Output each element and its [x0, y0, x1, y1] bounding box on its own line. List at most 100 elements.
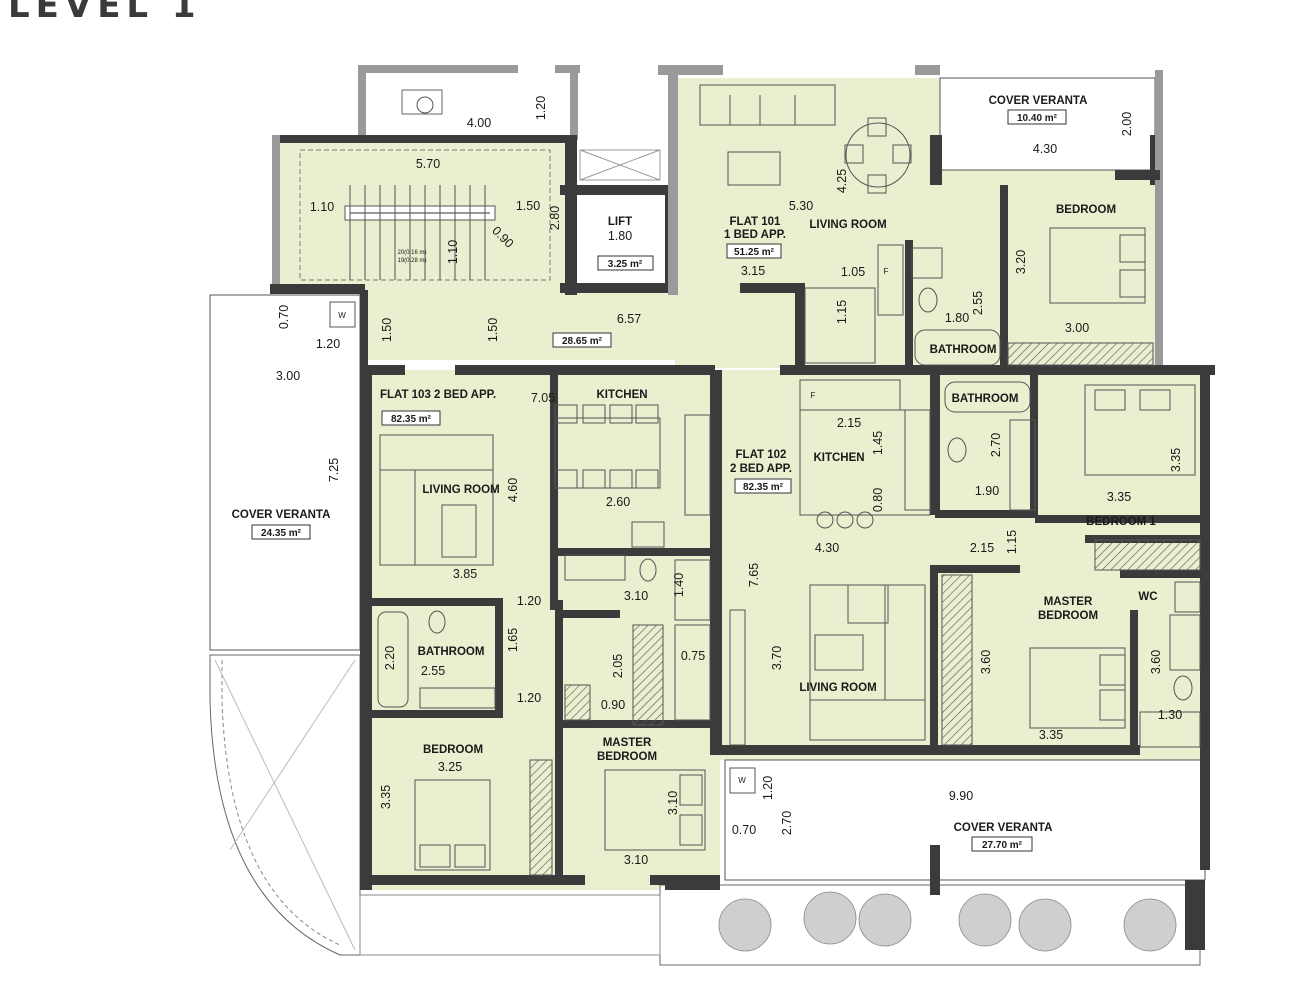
sofa: [699, 84, 836, 126]
furniture: [299, 84, 1201, 876]
dim: 3.35: [1107, 490, 1131, 504]
veranta-top-label: COVER VERANTA: [989, 95, 1088, 107]
curved-balcony: [209, 654, 361, 956]
dim: 1.50: [380, 318, 394, 342]
dim: 7.65: [747, 563, 761, 587]
dim: 0.80: [871, 488, 885, 512]
dim: 1.90: [975, 484, 999, 498]
plant-icon: [1123, 898, 1177, 952]
flat103-living-label: LIVING ROOM: [422, 484, 499, 496]
dim: 1.20: [517, 691, 541, 705]
lift-area: 3.25 m²: [608, 259, 643, 270]
dim: 1.45: [871, 431, 885, 455]
dim: 1.20: [517, 594, 541, 608]
room-labels: COVER VERANTA 10.40 m² LIFT 1.80 3.25 m²…: [232, 95, 1158, 851]
flat101-living-label: LIVING ROOM: [809, 219, 886, 231]
stair-note: 19(0.28 m): [397, 258, 426, 264]
flat101-area: 51.25 m²: [734, 247, 775, 258]
corridor-area: 28.65 m²: [562, 336, 603, 347]
flat101-bathroom-label: BATHROOM: [930, 344, 997, 356]
plant-icon: [858, 893, 912, 947]
flat101-title: FLAT 101: [730, 216, 782, 228]
dim: 1.10: [310, 200, 334, 214]
dim: 4.60: [506, 478, 520, 502]
dim: 3.60: [979, 650, 993, 674]
bed: [1049, 227, 1146, 304]
f-label: F: [884, 267, 889, 276]
dim: 1.15: [1005, 530, 1019, 554]
flat103-kitchen-label: KITCHEN: [596, 389, 647, 401]
bed: [414, 779, 491, 871]
flat101-type: 1 BED APP.: [724, 229, 786, 241]
dim: 2.70: [989, 433, 1003, 457]
dim: 7.05: [531, 391, 555, 405]
bed: [1029, 647, 1126, 729]
plant-icon: [958, 893, 1012, 947]
plant-icon: [718, 898, 772, 952]
dim: 2.20: [383, 646, 397, 670]
lift-label: LIFT: [608, 216, 632, 228]
dim: 3.20: [1014, 250, 1028, 274]
dim: 1.20: [316, 337, 340, 351]
dim: 3.25: [438, 760, 462, 774]
bed: [604, 769, 706, 851]
dim: 2.60: [606, 495, 630, 509]
cover-veranta-bottom: [724, 759, 1206, 881]
veranta-top-area: 10.40 m²: [1017, 113, 1058, 124]
dim: 6.57: [617, 312, 641, 326]
flat102-area: 82.35 m²: [743, 482, 784, 493]
flat103-bathroom-label: BATHROOM: [418, 646, 485, 658]
flat102-bedroom1-label: BEDROOM 1: [1086, 516, 1156, 528]
dim: 3.35: [1169, 448, 1183, 472]
dim: 3.00: [1065, 321, 1089, 335]
dim: 1.10: [446, 240, 460, 264]
bed: [1084, 384, 1196, 476]
dim: 3.70: [770, 646, 784, 670]
w-label: W: [338, 311, 346, 320]
dim: 2.00: [1120, 112, 1134, 136]
veranta-bottom-label: COVER VERANTA: [954, 822, 1053, 834]
dim: 2.55: [971, 291, 985, 315]
dim: 1.50: [516, 199, 540, 213]
flat102-living-label: LIVING ROOM: [799, 682, 876, 694]
flat103-master-label-2: BEDROOM: [597, 751, 657, 763]
dim: 1.65: [506, 628, 520, 652]
dim: 3.00: [276, 369, 300, 383]
dim: 0.75: [681, 649, 705, 663]
corner-sofa: [379, 434, 494, 566]
dim: 4.00: [467, 116, 491, 130]
flat102-master-label-1: MASTER: [1044, 596, 1093, 608]
veranta-left-area: 24.35 m²: [261, 528, 302, 539]
walls: [270, 65, 1215, 950]
planter-left: [359, 894, 661, 956]
flat102-master-label-2: BEDROOM: [1038, 610, 1098, 622]
dim: 3.60: [1149, 650, 1163, 674]
dim: 1.30: [1158, 708, 1182, 722]
dim: 3.35: [379, 785, 393, 809]
dim: 4.30: [1033, 142, 1057, 156]
coffee-table: [727, 151, 781, 186]
area-boxes: [251, 109, 1067, 852]
dim: 1.20: [534, 96, 548, 120]
dim: 3.10: [624, 853, 648, 867]
plant-icon: [803, 891, 857, 945]
verantas: [209, 77, 1206, 966]
dim: 1.15: [835, 300, 849, 324]
dining-table: [554, 417, 661, 489]
dim: 2.70: [780, 811, 794, 835]
flat102-kitchen-label: KITCHEN: [813, 452, 864, 464]
flat103-area: 82.35 m²: [391, 414, 432, 425]
flat103-bedroom-label: BEDROOM: [423, 744, 483, 756]
dim: 1.40: [672, 573, 686, 597]
dim: 7.25: [327, 458, 341, 482]
f-label: F: [811, 391, 816, 400]
wc-label: WC: [1138, 591, 1157, 603]
dim: 1.20: [761, 776, 775, 800]
dim: 3.15: [741, 264, 765, 278]
lift-dim: 1.80: [608, 229, 632, 243]
dim: 2.15: [970, 541, 994, 555]
dim: 3.35: [1039, 728, 1063, 742]
wheelchair-icon: [401, 89, 443, 115]
flat101-veranta-strip: [940, 170, 1155, 190]
